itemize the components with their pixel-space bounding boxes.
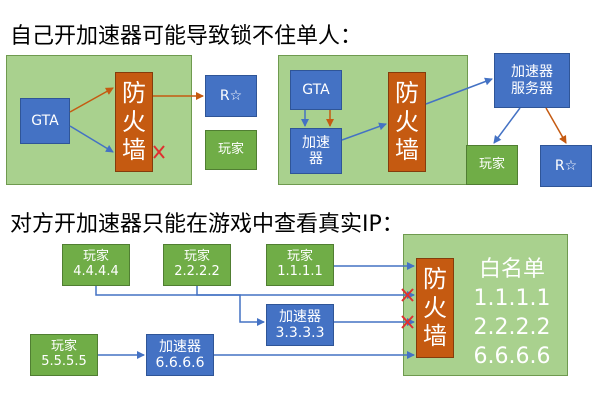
player-label: 玩家 — [82, 249, 109, 265]
left-firewall: 防 火 墙 — [115, 72, 153, 172]
accelerator-ip: 6.6.6.6 — [155, 355, 205, 371]
blocked-mark-left — [153, 145, 165, 159]
right-accelerator-line: 加速 — [302, 134, 330, 151]
player-label: 玩家 — [286, 249, 313, 265]
whitelist-entry: 6.6.6.6 — [473, 344, 551, 369]
player-ip: 2.2.2.2 — [174, 264, 220, 279]
right-rstar-label: R☆ — [554, 157, 578, 174]
player-box-1111: 玩家 1.1.1.1 — [266, 244, 334, 286]
whitelist-entry: 2.2.2.2 — [473, 315, 551, 340]
firewall-char: 火 — [395, 107, 419, 136]
arrow-accelerator-to-firewall — [341, 122, 387, 141]
player-ip: 1.1.1.1 — [277, 264, 323, 279]
left-rstar-label: R☆ — [219, 87, 243, 104]
firewall-char: 防 — [423, 264, 447, 293]
left-player-label: 玩家 — [217, 141, 244, 157]
accelerator-ip: 3.3.3.3 — [275, 325, 325, 341]
whitelist-entry: 1.1.1.1 — [473, 286, 551, 311]
title-top: 自己开加速器可能导致锁不住单人： — [10, 24, 363, 49]
firewall-char: 防 — [122, 78, 146, 107]
firewall-char: 火 — [423, 293, 447, 322]
right-firewall: 防 火 墙 — [388, 72, 426, 172]
accelerator-server-line: 服务器 — [511, 80, 553, 97]
arrow-gta-to-firewall-orange — [69, 87, 114, 113]
firewall-char: 防 — [395, 78, 419, 107]
right-gta-label: GTA — [302, 81, 330, 98]
left-gta-box: GTA — [20, 98, 70, 144]
accelerator-box-3333: 加速器 3.3.3.3 — [266, 304, 334, 346]
arrow-player2222-to-accelerator — [196, 286, 265, 326]
player-box-4444: 玩家 4.4.4.4 — [62, 244, 130, 286]
right-player-box: 玩家 — [466, 145, 518, 185]
title-bottom: 对方开加速器只能在游戏中查看真实IP： — [10, 212, 404, 237]
accelerator-label: 加速器 — [159, 338, 201, 355]
whitelist-title: 白名单 — [478, 257, 545, 282]
player-label: 玩家 — [183, 249, 210, 265]
player-box-5555: 玩家 5.5.5.5 — [30, 334, 98, 376]
left-player-box: 玩家 — [205, 130, 257, 170]
firewall-char: 墙 — [423, 322, 447, 351]
player-label: 玩家 — [50, 339, 77, 355]
player-ip: 4.4.4.4 — [73, 264, 119, 279]
firewall-char: 墙 — [395, 136, 419, 165]
bottom-firewall: 防 火 墙 — [416, 258, 454, 358]
arrow-gta-to-firewall-blue — [69, 125, 114, 153]
player-ip: 5.5.5.5 — [41, 354, 87, 369]
accelerator-server-line: 加速器 — [511, 64, 553, 81]
right-player-label: 玩家 — [478, 156, 505, 172]
player-box-2222: 玩家 2.2.2.2 — [163, 244, 231, 286]
right-rstar-box: R☆ — [540, 145, 592, 187]
left-rstar-box: R☆ — [205, 75, 257, 117]
right-gta-box: GTA — [290, 70, 342, 110]
firewall-char: 墙 — [122, 136, 146, 165]
left-gta-label: GTA — [31, 112, 59, 129]
accelerator-box-6666: 加速器 6.6.6.6 — [146, 334, 214, 376]
accelerator-server-box: 加速器 服务器 — [494, 53, 570, 108]
blocked-mark-4444 — [401, 288, 414, 302]
blocked-mark-3333 — [401, 315, 414, 329]
arrow-server-to-player — [493, 107, 521, 144]
arrow-firewall-to-server — [425, 77, 493, 105]
right-accelerator-line: 器 — [309, 151, 323, 167]
firewall-char: 火 — [122, 107, 146, 136]
arrow-player4444-to-firewall — [95, 286, 415, 299]
right-accelerator-box: 加速 器 — [290, 128, 342, 174]
accelerator-label: 加速器 — [279, 308, 321, 325]
arrow-server-to-rstar — [545, 107, 567, 144]
